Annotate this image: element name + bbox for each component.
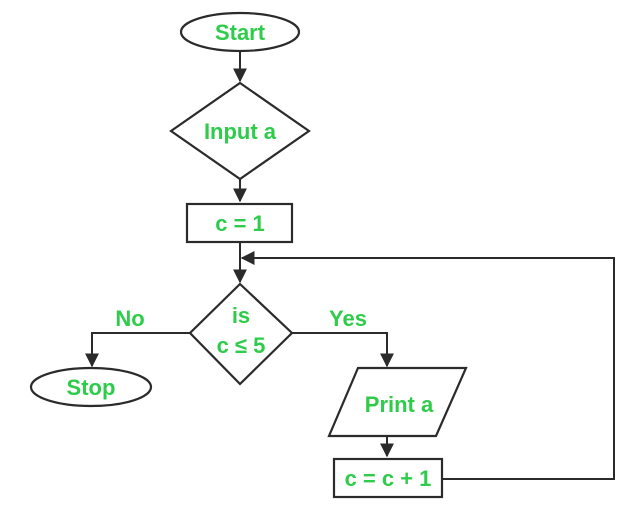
condition-diamond [188,282,294,386]
edge-condition-to-stop [85,332,190,368]
yes-label: Yes [329,306,367,331]
print-label: Print a [365,392,434,417]
start-terminal [179,11,301,53]
init-process-box [185,202,294,244]
increment-process-box [332,457,444,499]
increment-label: c = c + 1 [345,466,432,491]
start-label: Start [215,20,266,45]
no-label: No [115,306,144,331]
condition-label-line1: is [232,303,250,328]
edge-increment-loop-back [240,251,615,480]
edge-condition-to-print [292,332,394,368]
input-node [169,81,311,181]
input-label: Input a [204,119,277,144]
stop-terminal [29,366,153,408]
condition-label-line2: c ≤ 5 [217,333,266,358]
stop-label: Stop [67,375,116,400]
print-io-node [327,366,468,438]
init-label: c = 1 [215,211,265,236]
